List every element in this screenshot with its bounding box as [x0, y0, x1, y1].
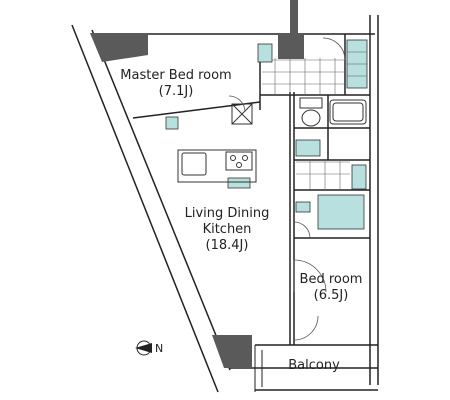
toilet [299, 97, 323, 127]
master-bedroom-name: Master Bed room [120, 68, 232, 83]
ldk-name-line2: Kitchen [202, 222, 252, 237]
bathtub [329, 99, 367, 125]
kitchen-sink [181, 152, 207, 176]
north-label: N [155, 342, 164, 355]
bedroom-size: (6.5J) [313, 288, 349, 303]
kitchen-island [177, 149, 257, 183]
ldk-name-line1: Living Dining [184, 206, 270, 221]
bedroom-label: Bed room (6.5J) [300, 272, 363, 304]
washstand [295, 139, 321, 157]
master-bedroom-label: Master Bed room (7.1J) [120, 68, 231, 100]
balcony-label: Balcony [288, 358, 340, 374]
ldk-label: Living Dining Kitchen (18.4J) [185, 206, 270, 254]
balcony-name: Balcony [288, 358, 340, 373]
door-swings [228, 37, 346, 341]
washing-machine-area [317, 194, 365, 230]
north-arrow-icon [135, 340, 152, 356]
entrance-floor-grid [262, 58, 350, 190]
interior-walls [132, 34, 370, 345]
closet-shelves [347, 51, 367, 77]
balcony-railing [254, 345, 263, 392]
bedroom-name: Bed room [299, 272, 363, 287]
ldk-size: (18.4J) [205, 238, 249, 253]
structural-columns [90, 0, 304, 368]
master-bedroom-size: (7.1J) [158, 84, 194, 99]
stove [225, 151, 253, 171]
storage-box [231, 103, 253, 125]
